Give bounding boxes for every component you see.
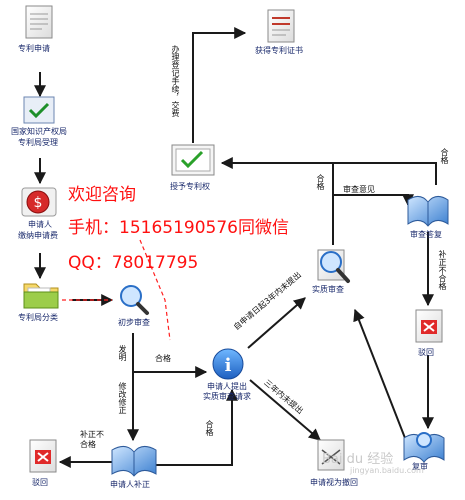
reject-left-icon: [29, 439, 57, 473]
arrow-reply-to-grant: [220, 157, 437, 185]
svg-text:$: $: [34, 195, 43, 211]
arrow-supplement-to-request: [150, 388, 238, 466]
accept-document-icon: [23, 96, 55, 124]
dollar-fee-icon: $: [21, 187, 57, 217]
book-supplement-icon: [111, 446, 157, 477]
arrow-substantive-to-grant: [332, 194, 414, 245]
withdrawn-document-icon: [317, 439, 345, 471]
watermark-text: Bai du 经验: [322, 452, 394, 467]
node-label-prelim: 初步审查: [118, 318, 150, 327]
edge-label-qualified-supp: 合格: [205, 420, 214, 436]
node-label-request-1: 申请人提出: [207, 382, 247, 391]
dashed-line-curve: [139, 239, 171, 341]
node-label-reject-left: 驳回: [32, 478, 48, 487]
node-label-reject-right: 驳回: [418, 348, 434, 357]
edge-label-opinion: 审查意见: [343, 185, 375, 194]
edge-label-supplement-fail: 补正不合格: [438, 250, 447, 290]
edge-label-qualified-reply: 合格: [440, 148, 449, 164]
node-label-reply: 审查答复: [410, 230, 442, 239]
svg-text:i: i: [225, 355, 232, 376]
advert-line-1: 欢迎咨询: [68, 185, 136, 205]
arrow-request-to-withdrawn: [249, 379, 321, 441]
node-label-reexam: 复审: [412, 462, 428, 471]
document-icon: [25, 5, 53, 39]
arrow-reexam-to-substantive: [353, 308, 406, 439]
reject-right-icon: [415, 309, 443, 343]
edge-label-amend: 修改修正: [118, 382, 127, 414]
connectors: [34, 27, 437, 468]
edge-label-supp-fail-left: 补正不合格: [80, 430, 104, 449]
advert-pointer-lines: [62, 239, 171, 341]
reexam-icon: [403, 432, 445, 463]
grant-certificate-icon: [171, 144, 215, 176]
node-label-withdrawn: 申请视为撤回: [310, 478, 358, 487]
arrow-request-to-substantive: [247, 297, 306, 349]
node-label-accept-2: 专利局受理: [18, 138, 58, 147]
book-reply-icon: [407, 196, 449, 227]
folder-classify-icon: [23, 283, 59, 309]
node-label-substantive: 实质审查: [312, 285, 344, 294]
node-label-apply: 专利申请: [18, 44, 50, 53]
node-label-grant: 授予专利权: [170, 182, 210, 191]
info-request-icon: i: [212, 348, 244, 380]
arrow-grant-to-certificate: [192, 27, 247, 143]
node-label-fee-2: 缴纳申请费: [18, 231, 58, 240]
advert-line-3: QQ：78017795: [68, 253, 199, 273]
node-label-fee-1: 申请人: [28, 220, 52, 229]
watermark-url: jingyan.baidu.com: [350, 466, 424, 475]
node-label-certificate: 获得专利证书: [255, 46, 303, 55]
edge-label-invention: 发明: [118, 345, 127, 361]
patent-certificate-icon: [267, 9, 295, 43]
edge-label-qualified-grant: 合格: [316, 174, 325, 190]
edge-label-register: 办理登记手续，交费: [171, 45, 180, 117]
node-label-request-2: 实质审查请求: [203, 392, 251, 401]
magnifier-substantive-icon: [317, 249, 350, 283]
magnifier-prelim-icon: [120, 285, 149, 315]
node-label-accept-1: 国家知识产权局: [11, 127, 67, 136]
node-label-classify: 专利局分类: [18, 313, 58, 322]
node-label-supplement: 申请人补正: [110, 480, 150, 489]
edge-label-qualified-prelim: 合格: [155, 354, 171, 363]
advert-line-2: 手机：15165190576同微信: [68, 218, 289, 238]
